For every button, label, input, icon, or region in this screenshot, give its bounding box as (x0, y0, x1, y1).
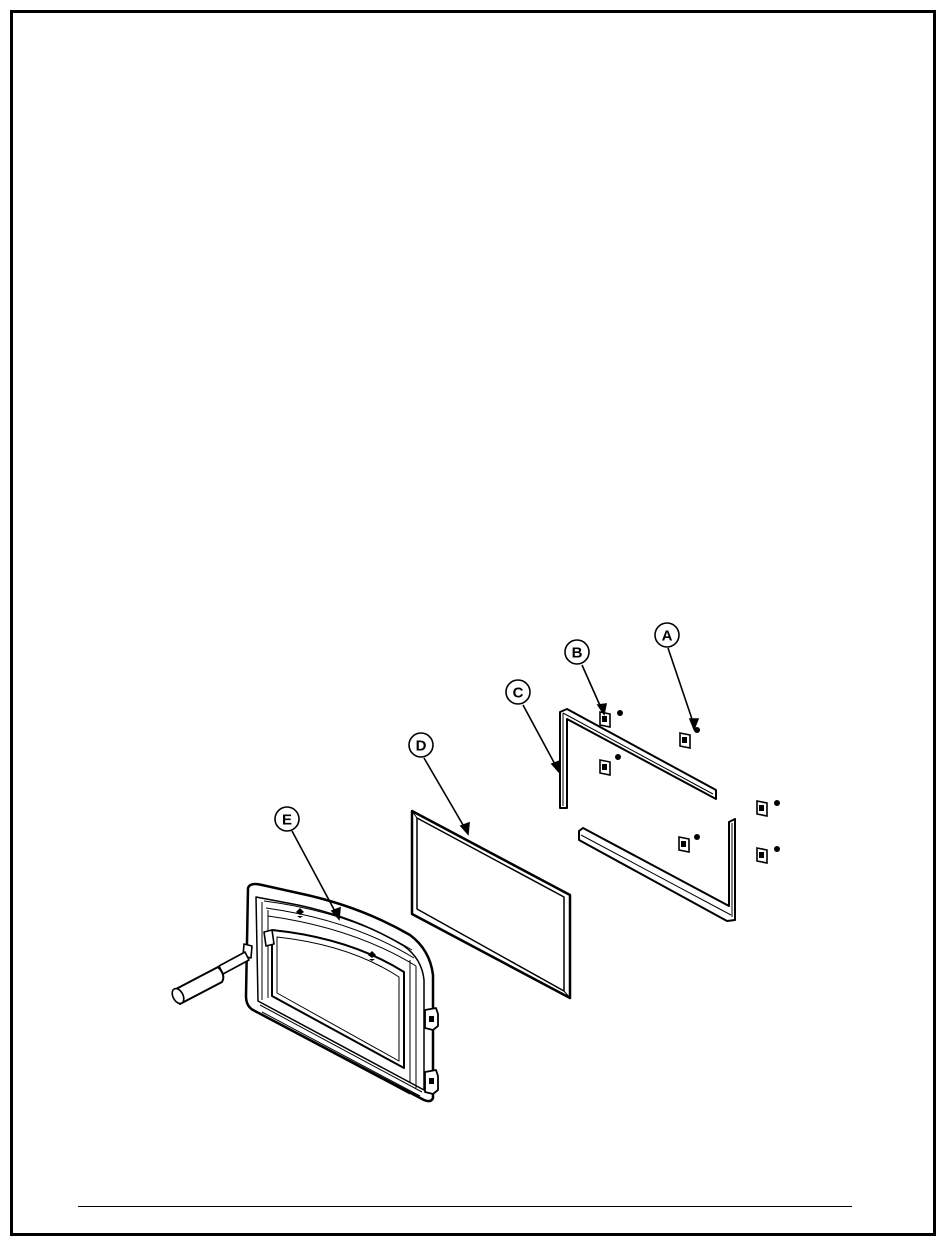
clip (679, 837, 689, 852)
callout-label-a: A (662, 628, 673, 645)
door-frame-e (246, 884, 438, 1101)
callout-label-c: C (513, 685, 524, 702)
glass-channel-c (560, 709, 735, 921)
callout-e: E (275, 807, 299, 831)
callout-label-e: E (282, 812, 292, 829)
callout-a: A (655, 623, 679, 647)
callout-c: C (506, 680, 530, 704)
callout-label-d: D (416, 738, 427, 755)
callout-b: B (565, 640, 589, 664)
clip (600, 712, 610, 727)
footer-rule (78, 1206, 852, 1207)
clip (757, 848, 767, 863)
clip (757, 801, 767, 816)
clip-parts-b (600, 712, 767, 863)
callout-d: D (409, 733, 433, 757)
clip (600, 760, 610, 775)
glass-panel-d (412, 811, 570, 998)
clip (680, 733, 690, 748)
callout-label-b: B (572, 645, 583, 662)
door-handle (170, 944, 252, 1005)
leader-lines (292, 648, 698, 919)
